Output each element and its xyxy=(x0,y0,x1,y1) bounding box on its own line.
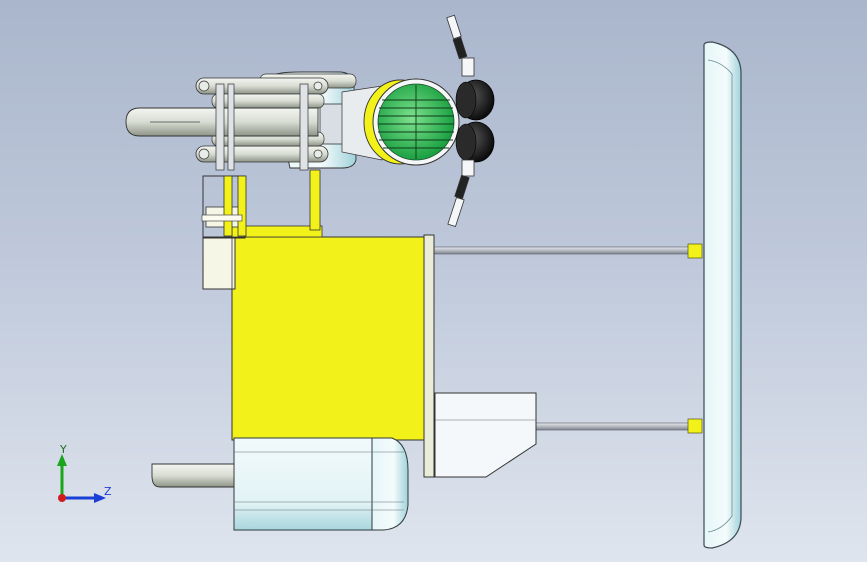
wheel-lower[interactable] xyxy=(455,121,495,163)
yellow-housing[interactable] xyxy=(202,225,425,441)
support-frame[interactable] xyxy=(201,169,321,239)
motor-housing[interactable] xyxy=(151,437,409,531)
motor-bracket[interactable] xyxy=(434,392,537,478)
z-axis-label: Z xyxy=(104,485,112,498)
coordinate-triad: Y Z xyxy=(57,443,112,503)
x-axis-origin xyxy=(58,494,66,502)
y-axis-label: Y xyxy=(59,443,67,456)
fan-grille[interactable] xyxy=(363,78,460,166)
y-axis-arrow xyxy=(57,454,67,466)
mounting-plate[interactable] xyxy=(423,234,435,478)
wheel-upper[interactable] xyxy=(455,79,495,121)
vertical-paddle[interactable] xyxy=(703,41,742,549)
thruster-assembly[interactable] xyxy=(125,71,383,171)
upper-rod[interactable] xyxy=(431,243,703,259)
upper-antenna[interactable] xyxy=(446,14,475,77)
lower-antenna[interactable] xyxy=(447,159,475,228)
z-axis-arrow xyxy=(94,493,106,503)
